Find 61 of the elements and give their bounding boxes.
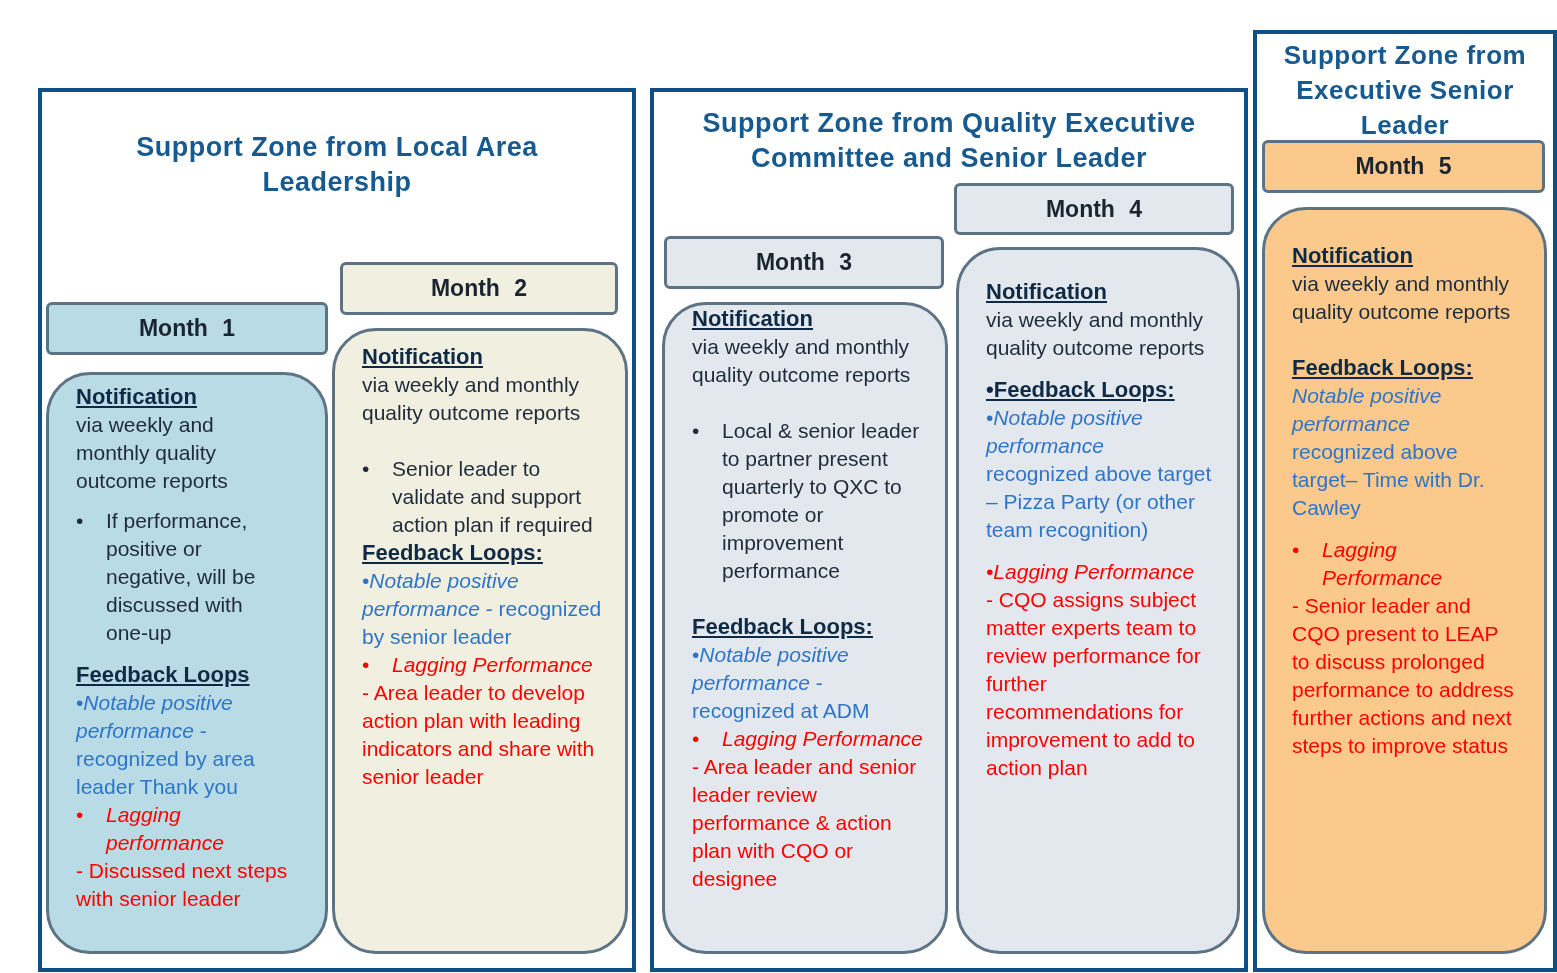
positive-feedback-text: •Notable positive performance recognized above target – Pizza Party (or other team recognition) — [986, 405, 1212, 543]
bullet-marker: • — [76, 802, 85, 828]
bullet-marker: • — [362, 652, 371, 678]
info-card — [662, 302, 948, 954]
bullet-marker: • — [362, 456, 371, 482]
bullet-marker: • — [76, 508, 85, 534]
body-text: If performance, positive or negative, will be discussed with one-up — [106, 508, 257, 646]
section-heading: Notification — [692, 305, 813, 333]
lagging-action-text: - CQO assigns subject matter experts team to review performance for further recommendations for improvement to add to action plan — [986, 587, 1202, 781]
body-text: via weekly and monthly quality outcome reports — [986, 307, 1206, 361]
bullet-marker: • — [692, 726, 701, 752]
month-tab — [1262, 140, 1545, 193]
lagging-action-text: - Discussed next steps with senior leader — [76, 858, 288, 912]
info-card — [1262, 207, 1547, 954]
section-heading: Notification — [362, 343, 483, 371]
positive-feedback-text: •Notable positive performance - recognized at ADM — [692, 642, 871, 724]
lagging-heading: Lagging Performance — [1322, 537, 1444, 591]
info-card — [46, 372, 328, 954]
section-heading: Notification — [76, 383, 197, 411]
body-text: Local & senior leader to partner present quarterly to QXC to promote or improvement performance — [722, 418, 921, 584]
zone-title: Support Zone from Quality Executive Committee and Senior Leader — [701, 107, 1197, 175]
section-heading: •Feedback Loops: — [986, 376, 1175, 404]
section-heading: Feedback Loops: — [362, 539, 543, 567]
section-heading: Feedback Loops — [76, 661, 250, 689]
lagging-heading: Lagging Performance — [392, 652, 594, 678]
lagging-action-text: - Senior leader and CQO present to LEAP to discuss prolonged performance to address further actions and next steps to improve status — [1292, 593, 1515, 759]
zone-title: Support Zone from Local Area Leadership — [135, 131, 539, 199]
month-label: Month 5 — [1355, 152, 1452, 182]
zone-panel — [38, 88, 636, 972]
month-tab — [340, 262, 618, 315]
body-text: Senior leader to validate and support action plan if required — [392, 456, 594, 538]
month-label: Month 1 — [138, 314, 236, 344]
lagging-heading: •Lagging Performance — [986, 559, 1196, 585]
body-text: via weekly and monthly quality outcome reports — [1292, 271, 1512, 325]
month-label: Month 3 — [755, 248, 853, 278]
positive-feedback-text: Notable positive performance recognized above target– Time with Dr. Cawley — [1292, 383, 1486, 521]
month-tab — [46, 302, 328, 355]
lagging-action-text: - Area leader to develop action plan with leading indicators and share with senior leader — [362, 680, 596, 790]
lagging-heading: Lagging Performance — [722, 726, 924, 752]
zone-panel — [650, 88, 1248, 972]
month-tab — [664, 236, 944, 289]
month-label: Month 2 — [430, 274, 528, 304]
lagging-heading: Lagging performance — [106, 802, 225, 856]
positive-feedback-text: •Notable positive performance - recognized by senior leader — [362, 568, 602, 650]
section-heading: Feedback Loops: — [1292, 354, 1473, 382]
bullet-marker: • — [692, 418, 701, 444]
section-heading: Notification — [1292, 242, 1413, 270]
body-text: via weekly and monthly quality outcome reports — [76, 412, 229, 494]
bullet-marker: • — [1292, 537, 1301, 563]
body-text: via weekly and monthly quality outcome reports — [692, 334, 912, 388]
section-heading: Feedback Loops: — [692, 613, 873, 641]
section-heading: Notification — [986, 278, 1107, 306]
month-tab — [954, 183, 1234, 235]
info-card — [956, 247, 1240, 954]
body-text: via weekly and monthly quality outcome reports — [362, 372, 582, 426]
lagging-action-text: - Area leader and senior leader review performance & action plan with CQO or designee — [692, 754, 918, 892]
info-card — [332, 328, 628, 954]
zone-panel — [1253, 30, 1557, 972]
zone-title: Support Zone from Executive Senior Leader — [1282, 39, 1528, 142]
positive-feedback-text: •Notable positive performance - recognized by area leader Thank you — [76, 690, 256, 800]
month-label: Month 4 — [1045, 194, 1143, 224]
